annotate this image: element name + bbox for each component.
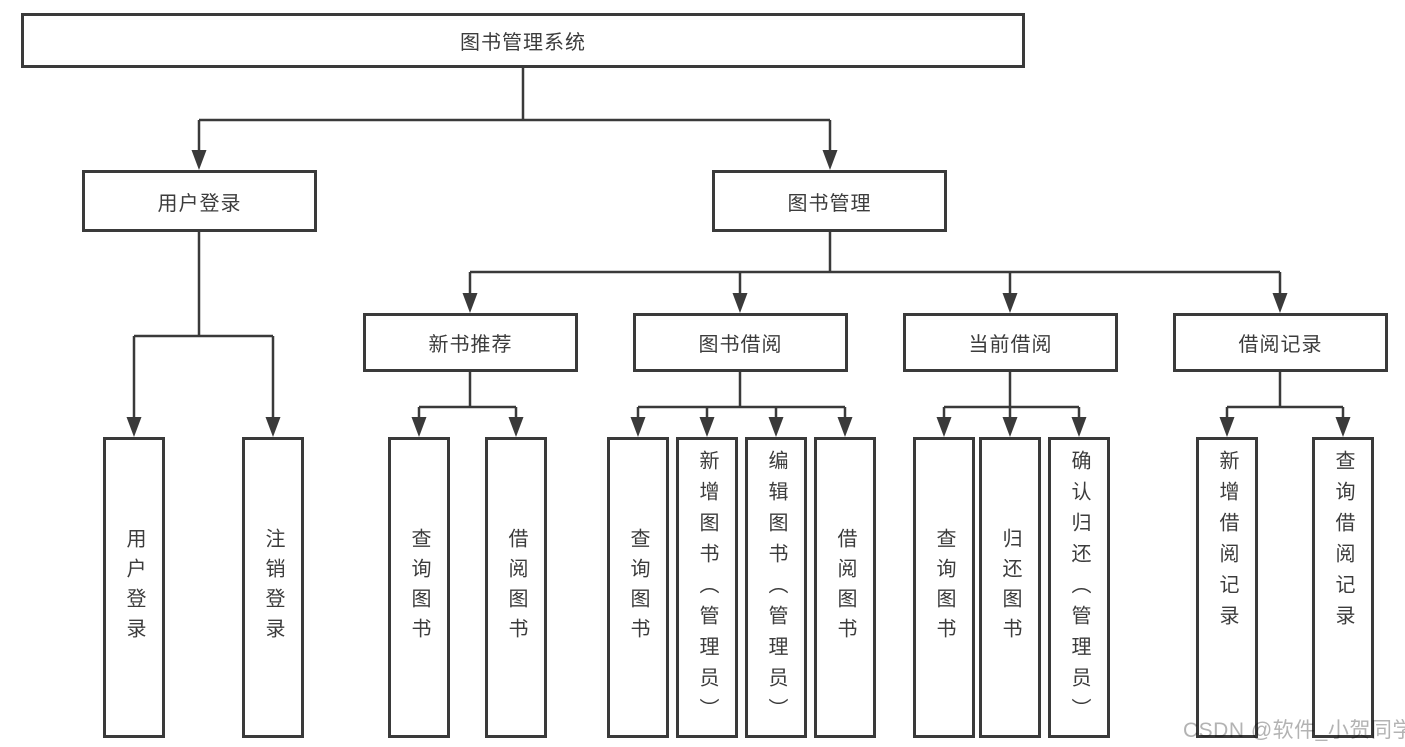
leaf-label: 编辑图书（管理员） — [765, 450, 787, 729]
leaf-label: 查询图书 — [627, 527, 649, 648]
leaf-query-books-borrow: 查询图书 — [607, 437, 669, 738]
node-book-management: 图书管理 — [712, 170, 947, 232]
leaf-label: 注销登录 — [262, 527, 284, 648]
leaf-label: 查询图书 — [933, 527, 955, 648]
node-user-login: 用户登录 — [82, 170, 317, 232]
leaf-add-borrow-record: 新增借阅记录 — [1196, 437, 1258, 738]
leaf-label: 新增图书（管理员） — [696, 450, 718, 729]
leaf-user-login: 用户登录 — [103, 437, 165, 738]
leaf-label: 查询图书 — [408, 527, 430, 648]
leaf-logout: 注销登录 — [242, 437, 304, 738]
leaf-label: 借阅图书 — [505, 527, 527, 648]
leaf-borrow-books: 借阅图书 — [814, 437, 876, 738]
node-root-system: 图书管理系统 — [21, 13, 1025, 68]
leaf-edit-book-admin: 编辑图书（管理员） — [745, 437, 807, 738]
leaf-label: 借阅图书 — [834, 527, 856, 648]
arrowheads — [126, 150, 1351, 437]
node-borrow-records: 借阅记录 — [1173, 313, 1388, 372]
node-new-book-recommend: 新书推荐 — [363, 313, 578, 372]
leaf-query-borrow-record: 查询借阅记录 — [1312, 437, 1374, 738]
leaf-label: 用户登录 — [123, 527, 145, 648]
node-current-borrow: 当前借阅 — [903, 313, 1118, 372]
leaf-label: 查询借阅记录 — [1332, 450, 1354, 636]
leaf-query-books-recommend: 查询图书 — [388, 437, 450, 738]
csdn-watermark: CSDN @软件_小贺同学 — [1183, 719, 1405, 742]
leaf-confirm-return-admin: 确认归还（管理员） — [1048, 437, 1110, 738]
leaf-add-book-admin: 新增图书（管理员） — [676, 437, 738, 738]
leaf-label: 新增借阅记录 — [1216, 450, 1238, 636]
leaf-label: 归还图书 — [999, 527, 1021, 648]
leaf-query-books-current: 查询图书 — [913, 437, 975, 738]
leaf-label: 确认归还（管理员） — [1068, 450, 1090, 729]
leaf-return-books: 归还图书 — [979, 437, 1041, 738]
node-book-borrow: 图书借阅 — [633, 313, 848, 372]
leaf-borrow-books-recommend: 借阅图书 — [485, 437, 547, 738]
